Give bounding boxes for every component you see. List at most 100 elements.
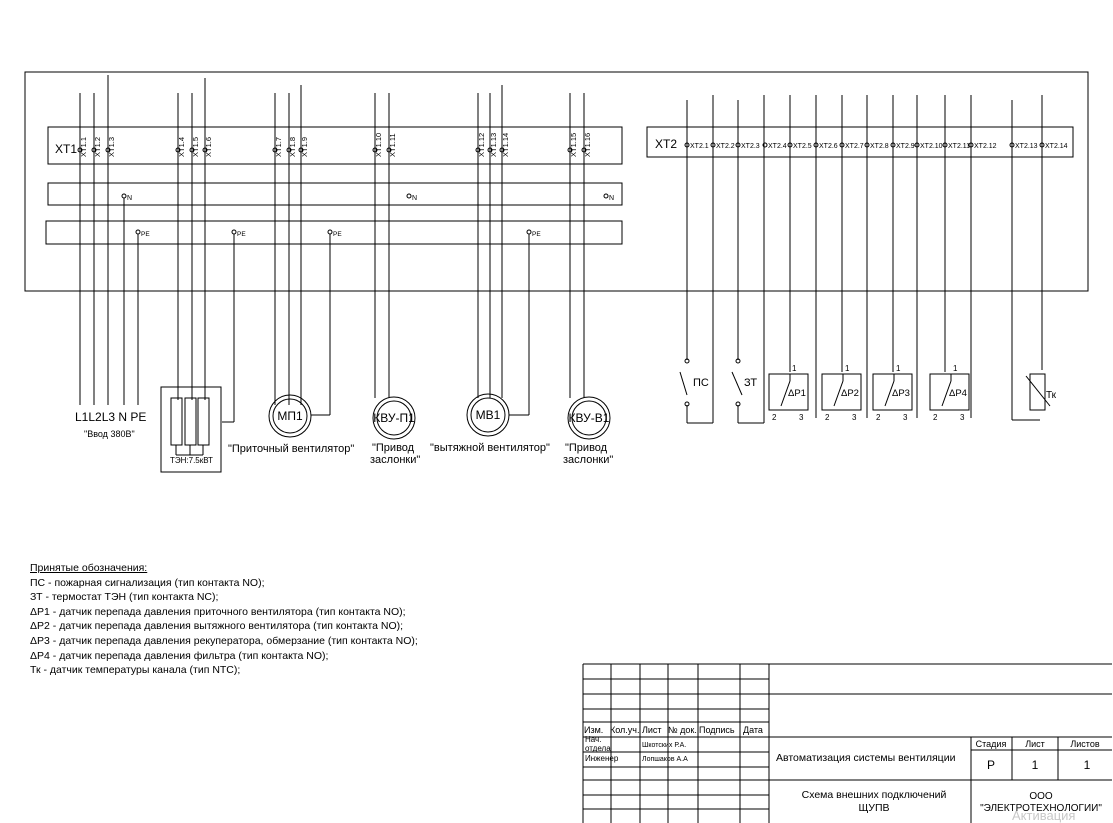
xt2-label: XT2 — [655, 137, 677, 151]
xt1-terminal-dot — [77, 147, 83, 153]
dp-sensor-pin: 2 — [772, 413, 777, 422]
motor-caption: заслонки" — [370, 454, 420, 466]
heater-box — [160, 386, 222, 473]
dp-sensor-label: ΔР2 — [841, 388, 859, 399]
xt2-terminal-dot — [762, 142, 768, 148]
dp-sensor-blade — [884, 380, 895, 407]
xt1-terminal-label: XT1.3 — [107, 137, 116, 157]
dp-sensor-label: ΔР1 — [788, 388, 806, 399]
motor-caption: "Приточный вентилятор" — [228, 443, 354, 455]
title-block-sheet: 1 — [1032, 758, 1039, 772]
xt2-terminal-label: XT2.5 — [793, 143, 812, 150]
xt2-terminal-label: XT2.7 — [845, 143, 864, 150]
xt2-terminal-dot — [813, 142, 819, 148]
motor-caption: заслонки" — [563, 454, 613, 466]
title-block-role: Нач. — [585, 735, 601, 744]
pe-bus-tap — [327, 229, 333, 235]
xt1-terminal-label: XT1.2 — [93, 137, 102, 157]
pe-bus-tap — [135, 229, 141, 235]
xt1-terminal-dot — [581, 147, 587, 153]
title-block-stage-header: Стадия — [976, 739, 1007, 749]
motor-outer-circle — [567, 396, 611, 440]
legend-line: ΔР2 - датчик перепада давления вытяжного… — [30, 620, 404, 633]
pe-bus-bar — [45, 220, 623, 245]
activation-watermark: Активация — [1012, 808, 1076, 823]
xt2-terminal-label: XT2.14 — [1045, 143, 1068, 150]
xt1-terminal-label: XT1.1 — [79, 137, 88, 157]
n-bus-label: N — [412, 195, 417, 202]
xt2-terminal-dot — [1039, 142, 1045, 148]
dp-sensor-pin: 1 — [896, 364, 901, 373]
title-block-header: Изм. — [584, 725, 603, 735]
xt2-terminal-dot — [914, 142, 920, 148]
xt1-terminal-dot — [91, 147, 97, 153]
xt1-terminal-label: XT1.7 — [274, 137, 283, 157]
legend: Принятые обозначения: ПС - пожарная сигн… — [30, 561, 418, 678]
motor-inner-circle — [470, 397, 506, 433]
dp-sensor-box — [821, 373, 862, 411]
dp-sensor-blade — [941, 380, 952, 407]
xt2-terminal-dot — [1009, 142, 1015, 148]
zt-contact-dot — [735, 358, 741, 364]
xt2-terminal-label: XT2.12 — [974, 143, 997, 150]
temperature-sensor-label: Тк — [1046, 390, 1057, 401]
pe-bus-label: PE — [237, 231, 246, 238]
motor-id: КВУ-В1 — [569, 411, 610, 425]
title-block-drawing: Схема внешних подключений — [802, 789, 947, 801]
title-block-sheets-header: Листов — [1070, 739, 1099, 749]
xt1-terminal-dot — [175, 147, 181, 153]
n-bus-label: N — [127, 195, 132, 202]
motor-outer-circle — [466, 393, 510, 437]
dp-sensor-pin: 1 — [845, 364, 850, 373]
xt1-terminal-label: XT1.12 — [477, 133, 486, 157]
pe-bus-tap — [526, 229, 532, 235]
n-bus-label: N — [609, 195, 614, 202]
motor-inner-circle — [376, 400, 412, 436]
dp-sensor-label: ΔР3 — [892, 388, 910, 399]
title-block-role: отдела — [585, 744, 611, 753]
xt1-terminal-dot — [487, 147, 493, 153]
xt2-terminal-label: XT2.1 — [690, 143, 709, 150]
title-block-header: № док. — [668, 725, 697, 735]
xt1-terminal-label: XT1.6 — [204, 137, 213, 157]
pe-bus-label: PE — [333, 231, 342, 238]
n-bus-tap — [121, 193, 127, 199]
dp-sensor-pin: 3 — [960, 413, 965, 422]
xt1-terminal-dot — [499, 147, 505, 153]
pe-bus-label: PE — [141, 231, 150, 238]
zt-contact-dot — [735, 401, 741, 407]
xt1-terminal-dot — [475, 147, 481, 153]
heater-caption: ТЭН:7.5кВТ — [170, 456, 213, 465]
xt2-terminal-label: XT2.8 — [870, 143, 889, 150]
xt1-terminal-dot — [372, 147, 378, 153]
dp-sensor-pin: 1 — [792, 364, 797, 373]
xt2-terminal-label: XT2.10 — [920, 143, 943, 150]
xt1-terminal-label: XT1.9 — [300, 137, 309, 157]
xt1-terminal-dot — [105, 147, 111, 153]
xt2-terminal-dot — [684, 142, 690, 148]
motor-inner-circle — [272, 398, 308, 434]
title-block-header: Подпись — [699, 725, 735, 735]
title-block-header: Кол.уч. — [610, 725, 640, 735]
xt2-terminal-label: XT2.11 — [948, 143, 970, 150]
xt2-terminal-label: XT2.3 — [741, 143, 760, 150]
motor-id: КВУ-П1 — [373, 411, 415, 425]
xt1-terminal-label: XT1.10 — [374, 133, 383, 157]
xt2-terminal-label: XT2.13 — [1015, 143, 1038, 150]
title-block-name: Шкотских Р.А. — [642, 742, 686, 749]
pe-bus-tap — [231, 229, 237, 235]
xt1-terminal-label: XT1.4 — [177, 137, 186, 157]
title-block-role: Инженер — [585, 754, 619, 763]
motor-id: МВ1 — [476, 408, 501, 422]
title-block-header: Дата — [743, 725, 763, 735]
legend-line: Тк - датчик температуры канала (тип NTC)… — [30, 664, 241, 677]
n-bus-tap — [406, 193, 412, 199]
motor-outer-circle — [268, 394, 312, 438]
title-block-header: Лист — [642, 725, 662, 735]
xt2-terminal-dot — [787, 142, 793, 148]
xt1-terminal-dot — [272, 147, 278, 153]
xt1-terminal-dot — [567, 147, 573, 153]
xt1-terminal-dot — [298, 147, 304, 153]
xt1-terminal-dot — [189, 147, 195, 153]
